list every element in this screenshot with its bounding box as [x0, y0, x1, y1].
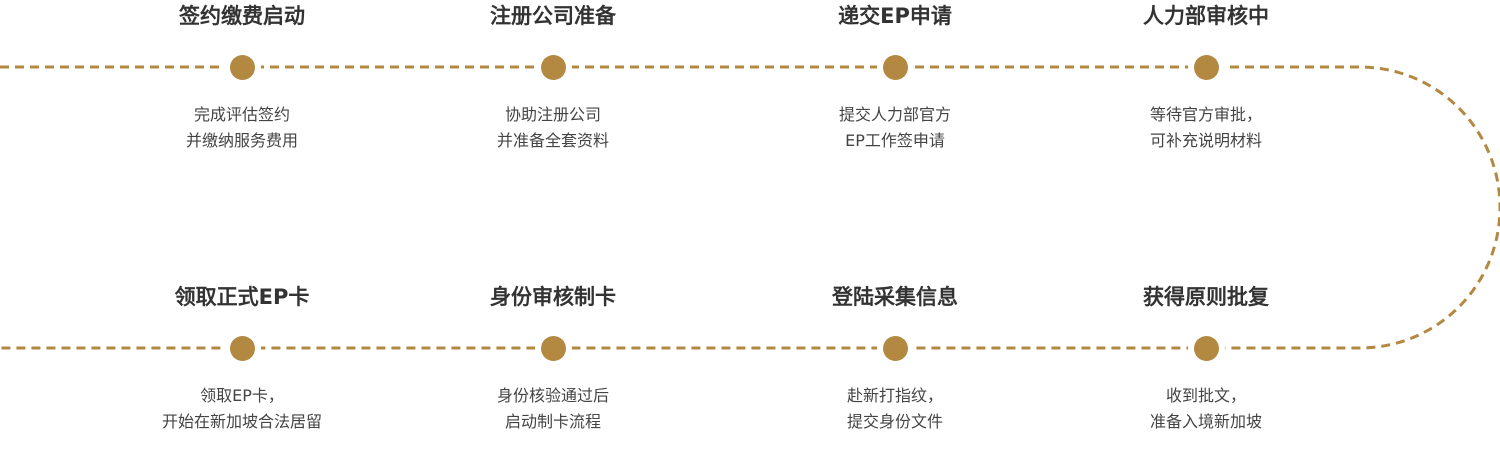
step-description-line: 并缴纳服务费用 — [185, 131, 298, 150]
step-description: 等待官方审批， 可补充说明材料 — [1056, 102, 1356, 154]
step-dot-icon — [1193, 335, 1219, 361]
step-description: 协助注册公司 并准备全套资料 — [403, 102, 703, 154]
step-title: 登陆采集信息 — [832, 285, 958, 309]
step-dot-icon — [229, 335, 255, 361]
step-description-line: 提交身份文件 — [846, 412, 943, 431]
step-dot-icon — [882, 54, 908, 80]
step-description-line: 准备入境新加坡 — [1149, 412, 1262, 431]
step-title: 递交EP申请 — [838, 4, 952, 28]
step-description-line: 协助注册公司 — [504, 105, 601, 124]
step-description-line: 收到批文， — [1165, 386, 1246, 405]
step-description-line: 赴新打指纹， — [846, 386, 943, 405]
step-dot-icon — [540, 54, 566, 80]
step-description-line: EP工作签申请 — [845, 131, 945, 150]
step-description-line: 并准备全套资料 — [496, 131, 609, 150]
step-title: 人力部审核中 — [1143, 4, 1269, 28]
step-description-line: 可补充说明材料 — [1149, 131, 1262, 150]
step-description-line: 身份核验通过后 — [496, 386, 609, 405]
step-title: 身份审核制卡 — [490, 285, 616, 309]
step-dot-icon — [882, 335, 908, 361]
step-description: 领取EP卡， 开始在新加坡合法居留 — [92, 383, 392, 435]
step-title: 领取正式EP卡 — [174, 285, 310, 309]
step-dot-icon — [540, 335, 566, 361]
step-description-line: 领取EP卡， — [200, 386, 284, 405]
step-dot-icon — [1193, 54, 1219, 80]
step-dot-icon — [229, 54, 255, 80]
step-title: 签约缴费启动 — [179, 4, 305, 28]
step-description-line: 完成评估签约 — [193, 105, 290, 124]
step-description: 提交人力部官方 EP工作签申请 — [745, 102, 1045, 154]
step-title: 注册公司准备 — [490, 4, 616, 28]
step-description: 收到批文， 准备入境新加坡 — [1056, 383, 1356, 435]
step-description: 赴新打指纹， 提交身份文件 — [745, 383, 1045, 435]
step-description-line: 开始在新加坡合法居留 — [161, 412, 322, 431]
step-description-line: 启动制卡流程 — [504, 412, 601, 431]
step-title: 获得原则批复 — [1143, 285, 1269, 309]
step-description-line: 等待官方审批， — [1149, 105, 1262, 124]
step-description: 身份核验通过后 启动制卡流程 — [403, 383, 703, 435]
step-description-line: 提交人力部官方 — [838, 105, 951, 124]
step-description: 完成评估签约 并缴纳服务费用 — [92, 102, 392, 154]
